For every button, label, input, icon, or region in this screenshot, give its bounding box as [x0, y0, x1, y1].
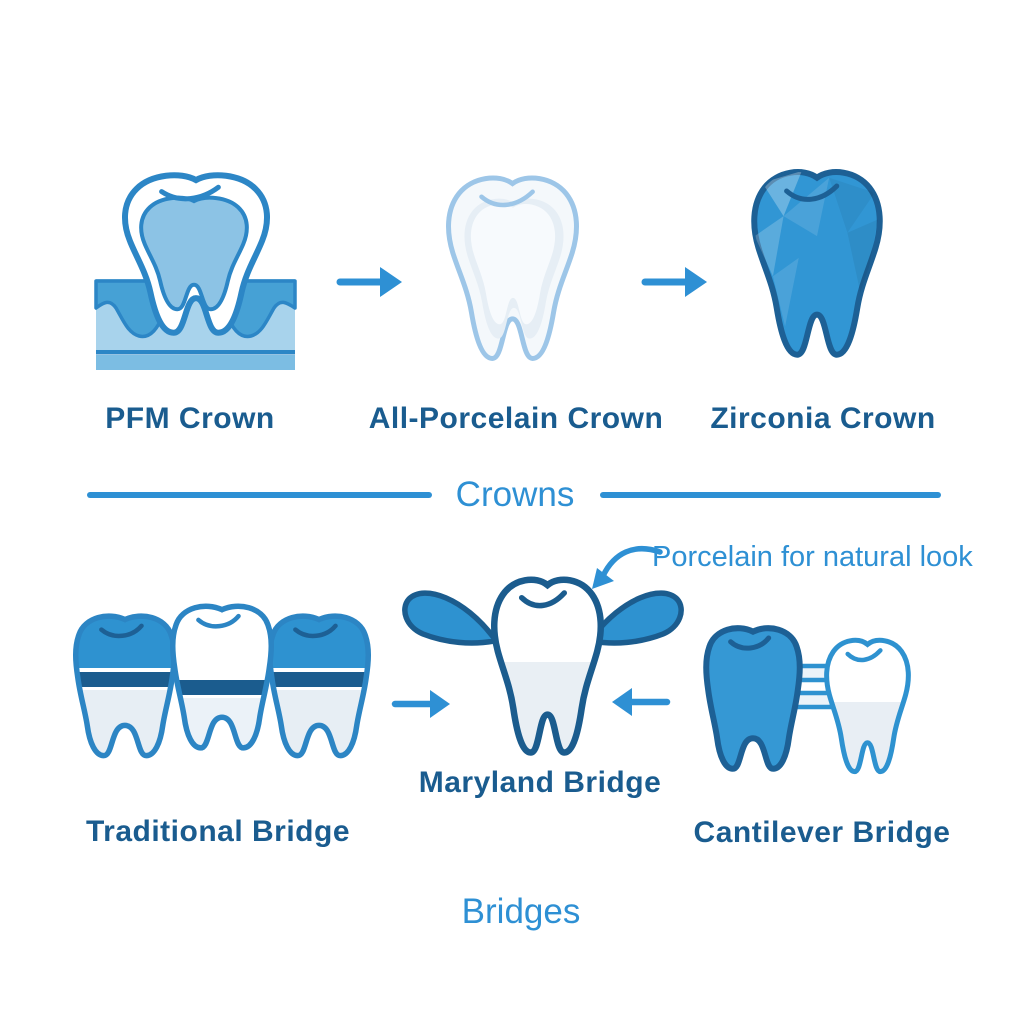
maryland-bridge-icon [402, 566, 684, 772]
crowns-section-heading: Crowns [455, 475, 575, 514]
zirconia-facets [754, 172, 878, 327]
right-wing [589, 590, 684, 646]
left-wing [402, 590, 497, 646]
pfm-crown-tooth-icon [94, 162, 297, 370]
divider-line-left [87, 492, 432, 498]
all-porcelain-crown-label: All-Porcelain Crown [368, 402, 664, 435]
porcelain-annotation: Porcelain for natural look [652, 541, 973, 573]
curved-annotation-arrow-icon [592, 546, 663, 589]
right-arrow-icon [391, 690, 450, 718]
bridges-section-heading: Bridges [461, 892, 581, 931]
left-arrow-icon [612, 688, 671, 716]
cantilever-bridge-icon [694, 620, 926, 792]
zirconia-tooth-icon [733, 156, 903, 374]
zirconia-crown-label: Zirconia Crown [710, 402, 936, 435]
traditional-bridge-icon [66, 600, 378, 778]
maryland-bridge-label: Maryland Bridge [418, 766, 662, 799]
right-arrow-icon [336, 267, 402, 297]
traditional-bridge-label: Traditional Bridge [85, 815, 351, 848]
all-porcelain-tooth-icon [428, 162, 600, 374]
right-arrow-icon [641, 267, 707, 297]
divider-line-right [600, 492, 941, 498]
cantilever-bridge-label: Cantilever Bridge [693, 816, 951, 849]
bridge-connectors [791, 663, 835, 710]
pfm-crown-label: PFM Crown [105, 402, 275, 435]
